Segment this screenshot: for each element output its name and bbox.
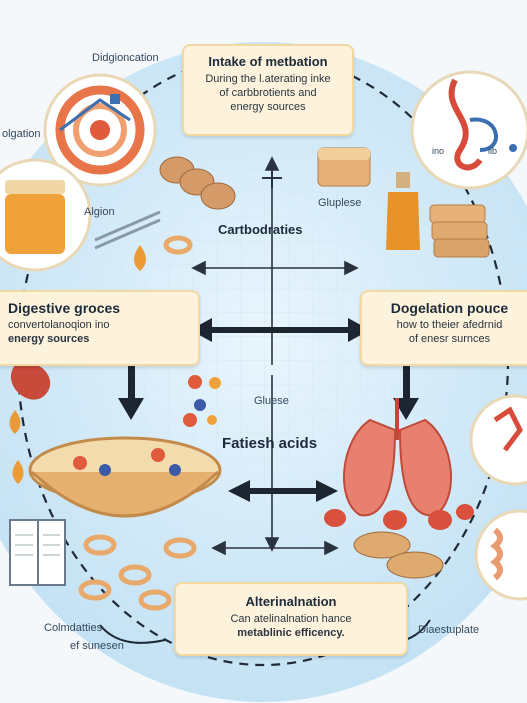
label-ring-a: ino [432, 146, 445, 156]
label-fatty: Fatiesh acids [222, 435, 318, 452]
intestine-circle-icon [474, 509, 527, 601]
alteration-title: Alterinalnation [245, 594, 337, 609]
pasta-rings-icon [78, 235, 197, 611]
book-icon [9, 519, 66, 586]
digestion-ring-icon [43, 73, 157, 187]
anatomy-circle-icon [469, 394, 527, 486]
kidney-icon [10, 362, 51, 400]
bread-rounds-icon [353, 531, 444, 579]
star-marker [262, 168, 282, 188]
bread-icon [429, 204, 490, 258]
meat-icon [324, 504, 474, 530]
label-bottom-left-1: Colmdatties [44, 622, 103, 634]
molecule-icon [183, 375, 221, 427]
label-glusee-right: Gluplese [318, 197, 362, 209]
alteration-line-1: Can atelinalnation hance [230, 613, 352, 625]
digestive-line-1: convertolanoqion ino [8, 319, 110, 331]
regulation-line-2: of enesr surnces [408, 332, 491, 345]
intake-line-1: During the l.aterating inke [205, 73, 331, 85]
intake-line-3: energy sources [230, 100, 306, 113]
label-ring-b: iib [488, 146, 498, 156]
bowl-icon [28, 436, 222, 518]
intake-line-2: of carbbrotients and [219, 86, 317, 99]
label-glusee-mid: Gluese [254, 395, 289, 407]
organ-circle-icon [410, 70, 527, 190]
regulation-box: Dogelation pouce how to theier afedrnid … [360, 290, 527, 366]
digestive-line-2: energy sources [8, 332, 90, 345]
label-left-edge: olgation [2, 128, 41, 140]
label-bottom-right: Diaestuplate [418, 624, 480, 636]
jar-icon [0, 158, 92, 272]
regulation-title: Dogelation pouce [390, 300, 509, 316]
bold-arrows [118, 318, 419, 502]
bread-block-icon [317, 147, 371, 187]
alteration-box: Alterinalnation Can atelinalnation hance… [174, 582, 408, 656]
regulation-line-1: how to theier afedrnid [396, 319, 503, 331]
intake-box: Intake of metbation During the l.aterati… [182, 44, 354, 136]
intake-title: Intake of metbation [208, 54, 328, 69]
alteration-line-2: metablinic efficency. [237, 626, 345, 639]
lungs-icon [343, 398, 452, 517]
label-top-left: Didgioncation [92, 52, 159, 64]
tongs-icon [94, 210, 161, 250]
label-carbs: Cartbodraties [218, 222, 303, 237]
digestive-box: Digestive groces convertolanoqion ino en… [0, 290, 200, 366]
potato-icon [159, 156, 236, 210]
bottle-icon [386, 172, 420, 250]
label-bottom-left-2: ef sunesen [70, 640, 124, 652]
label-algion: Algion [84, 206, 115, 218]
digestive-title: Digestive groces [8, 300, 121, 316]
